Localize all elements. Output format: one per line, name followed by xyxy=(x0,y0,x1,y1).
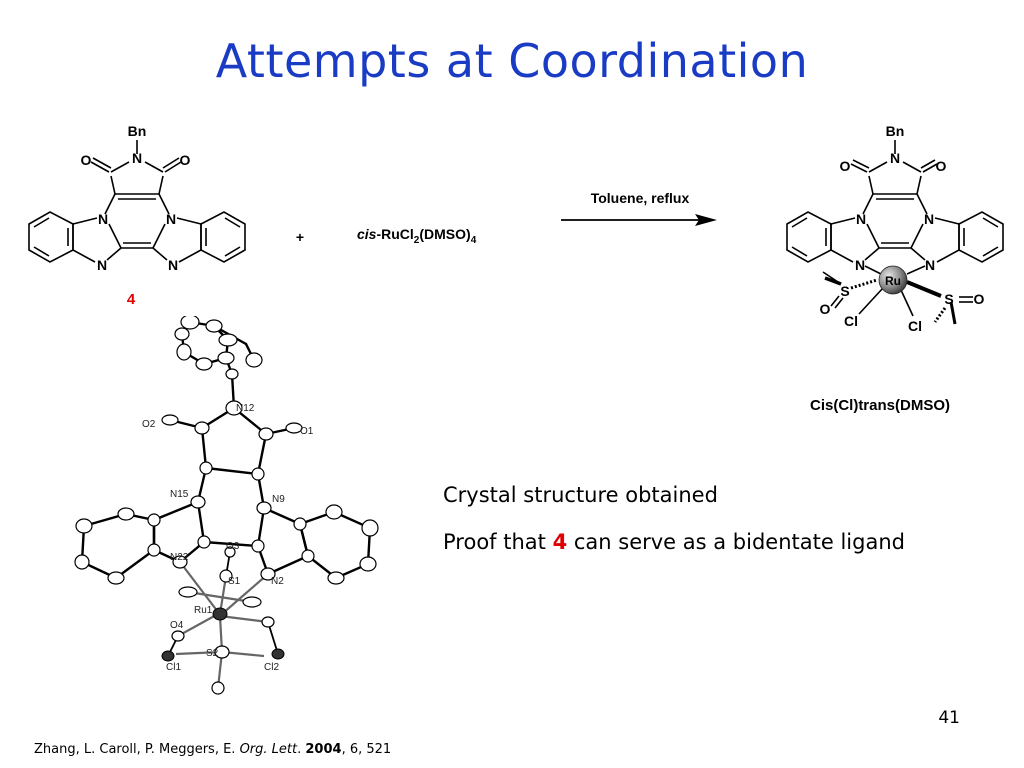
citation: Zhang, L. Caroll, P. Meggers, E. Org. Le… xyxy=(34,742,392,757)
product-structure: Bn N O O N N N N Ru S S O O Cl Cl xyxy=(786,123,1004,334)
reagent-label: cis-RuCl2(DMSO)4 xyxy=(357,226,477,246)
crystal-label: N12 xyxy=(236,403,255,414)
atom-s: S xyxy=(840,283,849,299)
reaction-conditions: Toluene, reflux xyxy=(591,190,690,206)
atom-n: N xyxy=(97,257,107,273)
atom-n: N xyxy=(925,257,935,273)
atom-n: N xyxy=(924,211,934,227)
compound-number: 4 xyxy=(127,291,136,308)
bullet-bidentate-proof: Proof that 4 can serve as a bidentate li… xyxy=(443,530,905,554)
crystal-label: N2 xyxy=(271,576,284,587)
crystal-label: O2 xyxy=(142,419,156,430)
crystal-label: N9 xyxy=(272,494,285,505)
atom-n: N xyxy=(98,211,108,227)
atom-cl: Cl xyxy=(844,313,858,329)
atom-ru: Ru xyxy=(885,274,901,288)
atom-o: O xyxy=(974,291,985,307)
atom-cl: Cl xyxy=(908,318,922,334)
atom-o: O xyxy=(936,158,947,174)
atom-n: N xyxy=(890,150,900,166)
slide-title: Attempts at Coordination xyxy=(215,34,809,88)
plus-sign: + xyxy=(296,229,304,245)
crystal-label: N22 xyxy=(170,552,189,563)
atom-bn: Bn xyxy=(886,123,905,139)
svg-text:cis-RuCl2(DMSO)4: cis-RuCl2(DMSO)4 xyxy=(357,226,477,246)
reactant-structure: Bn N O O N N N N 4 xyxy=(28,123,246,308)
atom-s: S xyxy=(944,291,953,307)
crystal-structure: N12 O2 O1 N15 N9 N22 O3 S1 N2 Ru1 O4 S2 … xyxy=(74,316,379,695)
svg-text:Cis(Cl)trans(DMSO): Cis(Cl)trans(DMSO) xyxy=(810,397,950,414)
reaction-arrow: Toluene, reflux xyxy=(561,190,717,226)
ruthenium-atom xyxy=(878,265,908,295)
bullet-crystal-structure: Crystal structure obtained xyxy=(443,483,718,507)
atom-o: O xyxy=(180,152,191,168)
crystal-label: Ru1 xyxy=(194,605,213,616)
compound-number-inline: 4 xyxy=(552,530,568,554)
atom-n: N xyxy=(168,257,178,273)
atom-n: N xyxy=(855,257,865,273)
atom-n: N xyxy=(132,150,142,166)
svg-text:+: + xyxy=(296,229,304,245)
crystal-label: O1 xyxy=(300,426,314,437)
atom-o: O xyxy=(840,158,851,174)
atom-o: O xyxy=(820,301,831,317)
product-caption: Cis(Cl)trans(DMSO) xyxy=(810,397,950,414)
atom-n: N xyxy=(166,211,176,227)
crystal-label: S2 xyxy=(206,648,219,659)
crystal-label: N15 xyxy=(170,489,189,500)
atom-o: O xyxy=(81,152,92,168)
atom-bn: Bn xyxy=(128,123,147,139)
crystal-label: Cl2 xyxy=(264,662,279,673)
crystal-label: Cl1 xyxy=(166,662,181,673)
page-number: 41 xyxy=(938,708,960,728)
crystal-label: S1 xyxy=(228,576,241,587)
crystal-label: O3 xyxy=(226,541,240,552)
crystal-label: O4 xyxy=(170,620,184,631)
atom-n: N xyxy=(856,211,866,227)
